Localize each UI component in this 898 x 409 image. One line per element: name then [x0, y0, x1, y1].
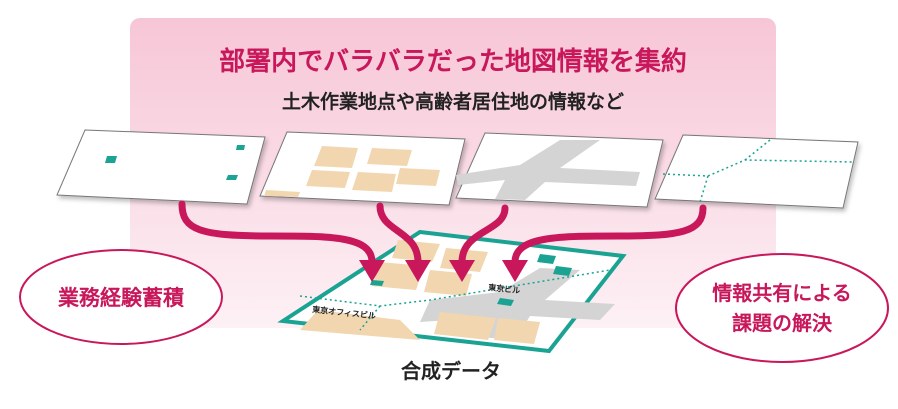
- map-layer-lines: [654, 134, 859, 209]
- map-layer-roads: [455, 132, 664, 208]
- map-layer-blocks: [259, 131, 466, 206]
- left-badge-label: 業務経験蓄積: [58, 286, 185, 310]
- right-badge-line1: 情報共有による: [712, 281, 851, 305]
- left-badge: [19, 249, 223, 345]
- arrow-from-layer-4: [511, 204, 707, 266]
- arrow-head-4: [502, 260, 528, 282]
- arrow-from-layer-1: [178, 200, 376, 266]
- arrow-head-3: [449, 260, 475, 282]
- composite-data-label: 合成データ: [401, 359, 501, 383]
- right-badge-line2: 課題の解決: [732, 311, 833, 335]
- arrow-from-layer-3: [458, 204, 509, 266]
- subtitle: 土木作業地点や高齢者居住地の情報など: [282, 90, 624, 113]
- map-layer-markers: [56, 129, 266, 205]
- arrow-heads: [359, 260, 528, 282]
- right-badge: [675, 253, 889, 363]
- composite-map: 東京オフィスビル 東京ビル: [277, 229, 627, 354]
- arrow-from-layer-2: [376, 202, 422, 266]
- arrow-head-2: [405, 260, 431, 282]
- merge-arrows: [178, 200, 707, 266]
- arrow-head-1: [359, 260, 385, 282]
- title: 部署内でバラバラだった地図情報を集約: [219, 46, 687, 77]
- composite-label-building-b: 東京ビル: [488, 282, 521, 295]
